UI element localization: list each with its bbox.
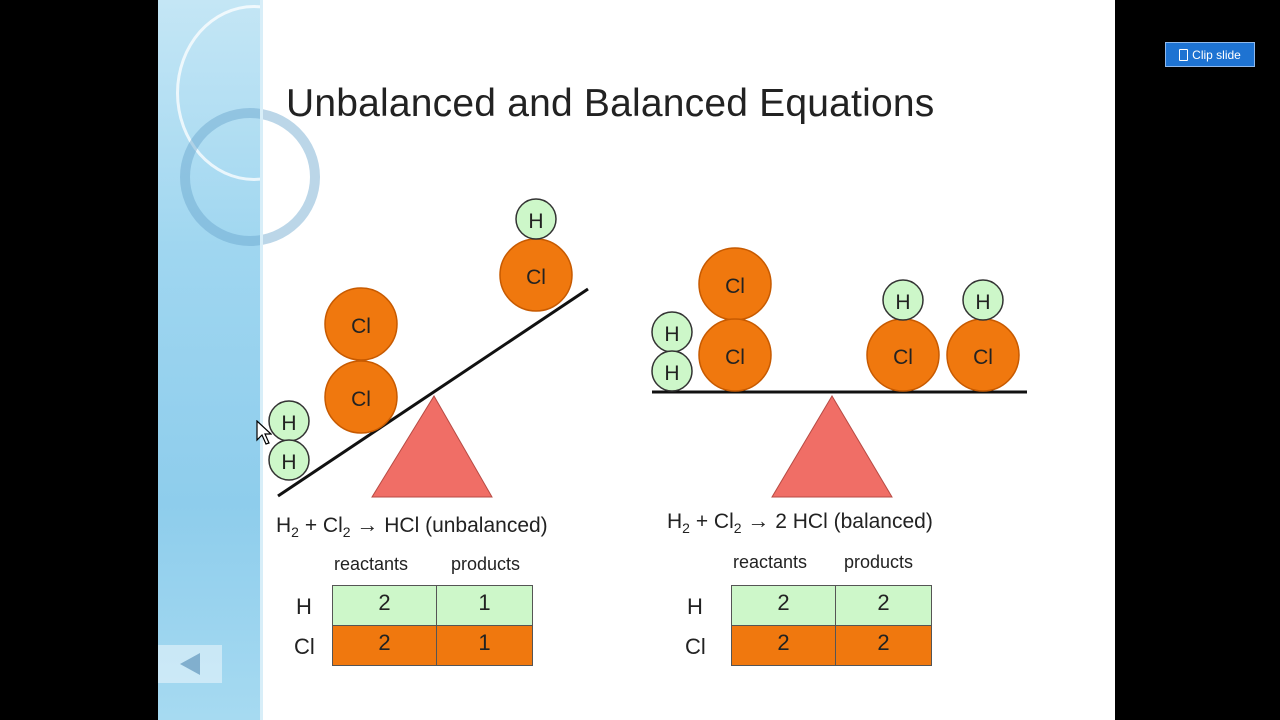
- right-table-row-label-cl: Cl: [685, 634, 706, 659]
- right-molecule-h: H: [651, 350, 693, 392]
- balance-diagram: Cl Cl H H Cl H Cl Cl: [268, 198, 1027, 498]
- right-table-row-label-h: H: [687, 594, 703, 619]
- right-table-header-reactants: reactants: [733, 552, 808, 572]
- left-table-cell: 2: [332, 585, 437, 626]
- right-equation: H2 + Cl2 → 2 HCl (balanced): [667, 508, 933, 537]
- mouse-pointer-icon: [256, 420, 272, 445]
- svg-text:H: H: [895, 291, 910, 314]
- svg-text:H: H: [281, 412, 296, 435]
- slide-decoration-bar: [158, 0, 332, 720]
- decorative-ring: [180, 108, 320, 246]
- svg-text:Cl: Cl: [973, 346, 993, 369]
- slide: Unbalanced and Balanced Equations Cl Cl …: [158, 0, 1115, 720]
- left-equation: H2 + Cl2 → HCl (unbalanced): [276, 512, 548, 541]
- left-molecule-cl: Cl: [324, 287, 398, 361]
- right-molecule-h: H: [882, 279, 924, 321]
- left-table-cell: 1: [436, 625, 533, 666]
- svg-text:H: H: [664, 323, 679, 346]
- svg-text:H: H: [664, 362, 679, 385]
- left-molecule-cl: Cl: [499, 238, 573, 312]
- left-table-cell: 1: [436, 585, 533, 626]
- right-molecule-h: H: [962, 279, 1004, 321]
- left-molecule-h: H: [268, 439, 310, 481]
- right-molecule-cl: Cl: [946, 318, 1020, 392]
- left-table-header-reactants: reactants: [334, 554, 409, 574]
- right-molecule-cl: Cl: [866, 318, 940, 392]
- right-table-cell: 2: [835, 625, 932, 666]
- clipboard-icon: [1179, 48, 1189, 61]
- right-molecule-cl: Cl: [698, 247, 772, 321]
- clip-slide-button[interactable]: Clip slide: [1165, 42, 1255, 67]
- left-molecule-h: H: [515, 198, 557, 240]
- bar-edge: [260, 0, 263, 720]
- right-molecule-cl: Cl: [698, 318, 772, 392]
- left-molecule-cl: Cl: [324, 360, 398, 434]
- left-table-header-products: products: [451, 554, 521, 574]
- svg-text:Cl: Cl: [351, 388, 371, 411]
- svg-text:H: H: [528, 210, 543, 233]
- svg-text:Cl: Cl: [725, 346, 745, 369]
- right-table-cell: 2: [731, 625, 836, 666]
- left-molecule-h: H: [268, 400, 310, 442]
- slide-title: Unbalanced and Balanced Equations: [286, 82, 935, 125]
- right-table-cell: 2: [731, 585, 836, 626]
- left-seesaw-beam: [277, 287, 589, 498]
- left-table-cell: 2: [332, 625, 437, 666]
- left-table-row-label-h: H: [296, 594, 312, 619]
- svg-text:H: H: [281, 451, 296, 474]
- svg-text:Cl: Cl: [725, 275, 745, 298]
- right-molecule-h: H: [651, 311, 693, 353]
- svg-text:Cl: Cl: [893, 346, 913, 369]
- svg-text:Cl: Cl: [351, 315, 371, 338]
- right-table-cell: 2: [835, 585, 932, 626]
- previous-slide-button[interactable]: [158, 645, 222, 683]
- right-fulcrum: [771, 395, 893, 498]
- triangle-left-icon: [180, 653, 200, 675]
- svg-text:H: H: [975, 291, 990, 314]
- clip-slide-label: Clip slide: [1192, 47, 1241, 62]
- left-table-row-label-cl: Cl: [294, 634, 315, 659]
- right-table-header-products: products: [844, 552, 914, 572]
- left-fulcrum: [371, 395, 493, 498]
- svg-text:Cl: Cl: [526, 266, 546, 289]
